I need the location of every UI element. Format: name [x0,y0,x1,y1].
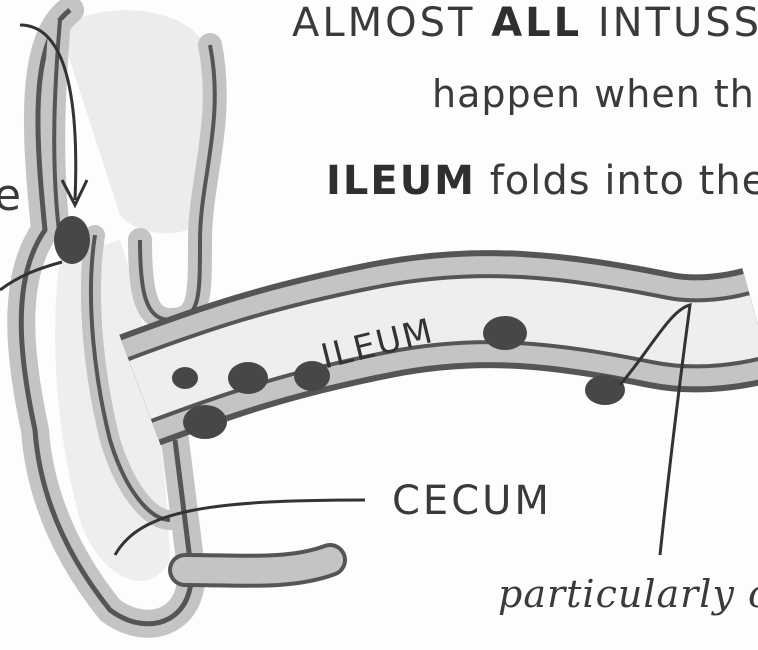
heading-line-1: ALMOST ALL INTUSS [292,0,758,46]
patch [228,362,268,394]
cecum-label: CECUM [392,478,552,524]
patch [585,375,625,405]
bottom-text-fragment: … … … [580,628,694,650]
patch [54,216,90,264]
upper-shading [60,10,210,233]
patch [183,405,227,439]
heading-line-2: happen when th [432,72,755,116]
particularly-note: particularly co [498,572,758,616]
patch [172,367,198,389]
heading-line-3: ILEUM folds into the [326,158,758,204]
left-text-fragment: e [0,170,22,221]
patch [483,316,527,350]
